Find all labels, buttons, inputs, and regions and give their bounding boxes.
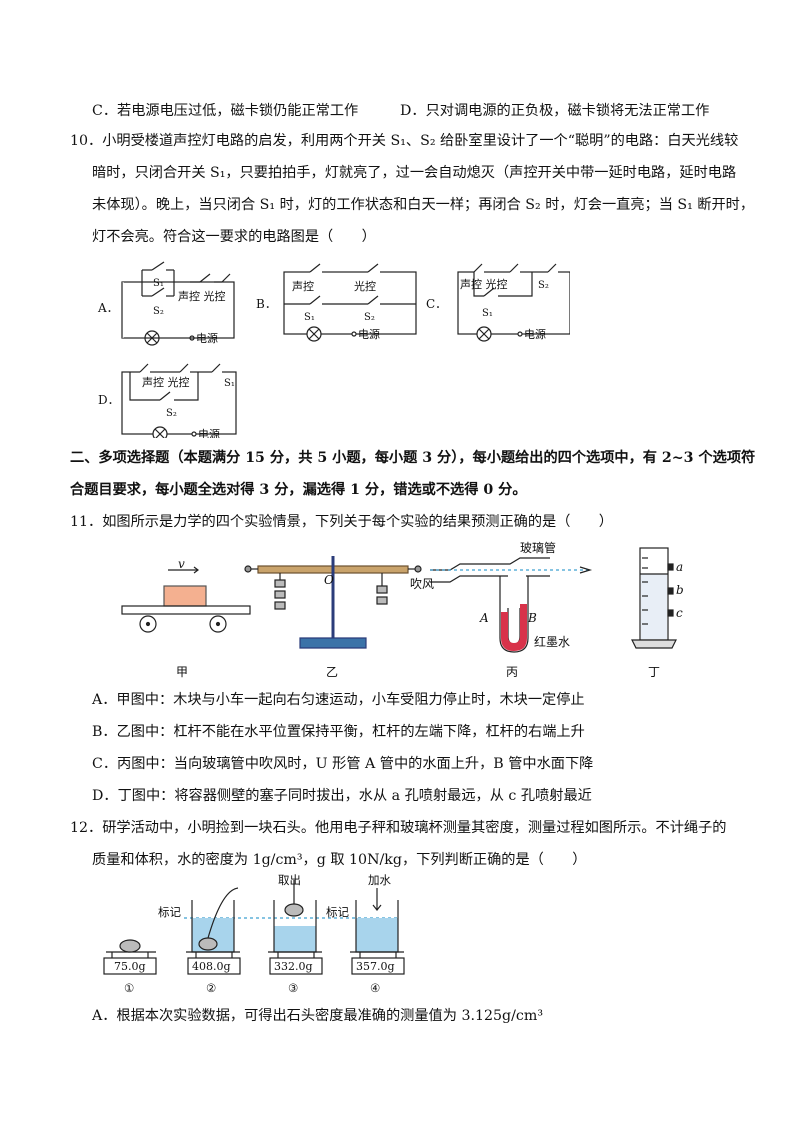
q12-stem-line-2: 质量和体积，水的密度为 1g/cm³，g 取 10N/kg，下列判断正确的是（ … (92, 852, 587, 868)
svg-text:O: O (324, 573, 334, 587)
svg-text:吹风: 吹风 (410, 577, 434, 591)
figure-bing-venturi (430, 557, 593, 653)
svg-text:c: c (676, 606, 683, 620)
svg-text:S₂: S₂ (364, 312, 375, 323)
q11-option-c: C．丙图中：当向玻璃管中吹风时，U 形管 A 管中的水面上升，B 管中水面下降 (92, 756, 594, 772)
figure-jia-cart (121, 566, 251, 633)
scale-4 (350, 888, 405, 975)
svg-text:④: ④ (370, 981, 380, 995)
svg-text:加水: 加水 (368, 873, 391, 887)
svg-text:①: ① (124, 981, 134, 995)
q10-stem-line-4: 灯不会亮。符合这一要求的电路图是（ ） (92, 229, 376, 245)
scale-1 (103, 939, 157, 975)
circuit-c (457, 263, 570, 342)
scale-3-reading: 332.0g (274, 960, 313, 973)
svg-text:S₁: S₁ (482, 308, 493, 319)
figure-caption-bing: 丙 (506, 665, 518, 679)
scale-3 (268, 880, 323, 975)
section-2-heading-line-1: 二、多项选择题（本题满分 15 分，共 5 小题，每小题 3 分），每小题给出的… (70, 450, 756, 466)
q12-option-a: A．根据本次实验数据，可得出石头密度最准确的测量值为 3.125g/cm³ (92, 1008, 544, 1024)
svg-text:A: A (479, 611, 489, 625)
scale-2 (186, 887, 241, 975)
scale-2-reading: 408.0g (192, 960, 231, 973)
figure-caption-yi: 乙 (326, 665, 338, 679)
svg-text:B: B (527, 611, 537, 625)
svg-text:b: b (676, 583, 684, 597)
q12-figure: 取出 加水 标记 标记 75.0g 408.0g 332.0g 357.0g ①… (103, 873, 405, 995)
svg-text:取出: 取出 (278, 873, 301, 887)
svg-text:红墨水: 红墨水 (534, 634, 570, 649)
svg-text:S₁: S₁ (224, 378, 235, 389)
q10-stem-line-2: 暗时，只闭合开关 S₁，只要拍拍手，灯就亮了，过一会自动熄灭（声控开关中带一延时… (92, 165, 737, 181)
q11-option-a: A．甲图中：木块与小车一起向右匀速运动，小车受阻力停止时，木块一定停止 (92, 692, 585, 708)
figure-yi-lever (244, 556, 422, 649)
circuit-a (120, 261, 235, 346)
svg-text:S₂: S₂ (538, 280, 549, 291)
q10-stem-line-1: 10．小明受楼道声控灯电路的启发，利用两个开关 S₁、S₂ 给卧室里设计了一个“… (70, 133, 739, 149)
circuit-d-label: D． (98, 393, 120, 407)
q9-option-d: D．只对调电源的正负极，磁卡锁将无法正常工作 (400, 103, 710, 119)
svg-text:标记: 标记 (326, 905, 349, 919)
circuit-c-label: C． (426, 297, 447, 311)
svg-text:S₁: S₁ (304, 312, 315, 323)
circuit-b-label: B． (256, 297, 277, 311)
q12-stem-line-1: 12．研学活动中，小明捡到一块石头。他用电子秤和玻璃杯测量其密度，测量过程如图所… (70, 820, 727, 836)
svg-text:声控 光控: 声控 光控 (460, 277, 508, 291)
figure-caption-jia: 甲 (176, 665, 188, 679)
q9-option-c: C．若电源电压过低，磁卡锁仍能正常工作 (92, 103, 359, 119)
q11-option-d: D．丁图中：将容器侧壁的塞子同时拔出，水从 a 孔喷射最远，从 c 孔喷射最近 (92, 788, 592, 804)
q11-figures: v O 玻璃管 吹风 A B 红墨水 a b c 甲 乙 丙 丁 (121, 540, 684, 679)
section-2-heading-line-2: 合题目要求，每小题全选对得 3 分，漏选得 1 分，错选或不选得 0 分。 (70, 482, 527, 498)
circuit-d (121, 363, 237, 438)
circuit-a-label: A． (97, 301, 119, 315)
svg-text:S₂: S₂ (153, 306, 164, 317)
q11-stem: 11．如图所示是力学的四个实验情景，下列关于每个实验的结果预测正确的是（ ） (70, 514, 613, 530)
svg-text:玻璃管: 玻璃管 (520, 540, 556, 555)
svg-text:v: v (178, 557, 185, 571)
svg-text:光控: 光控 (354, 279, 376, 293)
q10-circuit-figures: A． S₁ S₂ 声控 光控 电源 B． 声控 光控 S₁ S₂ 电源 C． 声… (97, 261, 570, 438)
svg-text:声控 光控: 声控 光控 (178, 289, 226, 303)
svg-text:②: ② (206, 981, 216, 995)
svg-text:电源: 电源 (358, 327, 380, 341)
svg-text:声控: 声控 (292, 279, 314, 293)
q11-option-b: B．乙图中：杠杆不能在水平位置保持平衡，杠杆的左端下降，杠杆的右端上升 (92, 724, 585, 740)
scale-1-reading: 75.0g (114, 960, 146, 973)
figure-ding-cylinder (631, 547, 677, 649)
svg-text:电源: 电源 (196, 331, 218, 345)
scale-4-reading: 357.0g (356, 960, 395, 973)
svg-text:标记: 标记 (158, 905, 181, 919)
circuit-b (283, 263, 417, 342)
svg-text:电源: 电源 (198, 427, 220, 438)
figure-caption-ding: 丁 (648, 665, 660, 679)
svg-text:a: a (676, 560, 683, 574)
svg-text:电源: 电源 (524, 327, 546, 341)
svg-text:声控 光控: 声控 光控 (142, 375, 190, 389)
svg-text:③: ③ (288, 981, 298, 995)
svg-text:S₁: S₁ (153, 278, 164, 289)
q10-stem-line-3: 未体现）。晚上，当只闭合 S₁ 时，灯的工作状态和白天一样；再闭合 S₂ 时，灯… (92, 197, 755, 213)
svg-text:S₂: S₂ (166, 408, 177, 419)
